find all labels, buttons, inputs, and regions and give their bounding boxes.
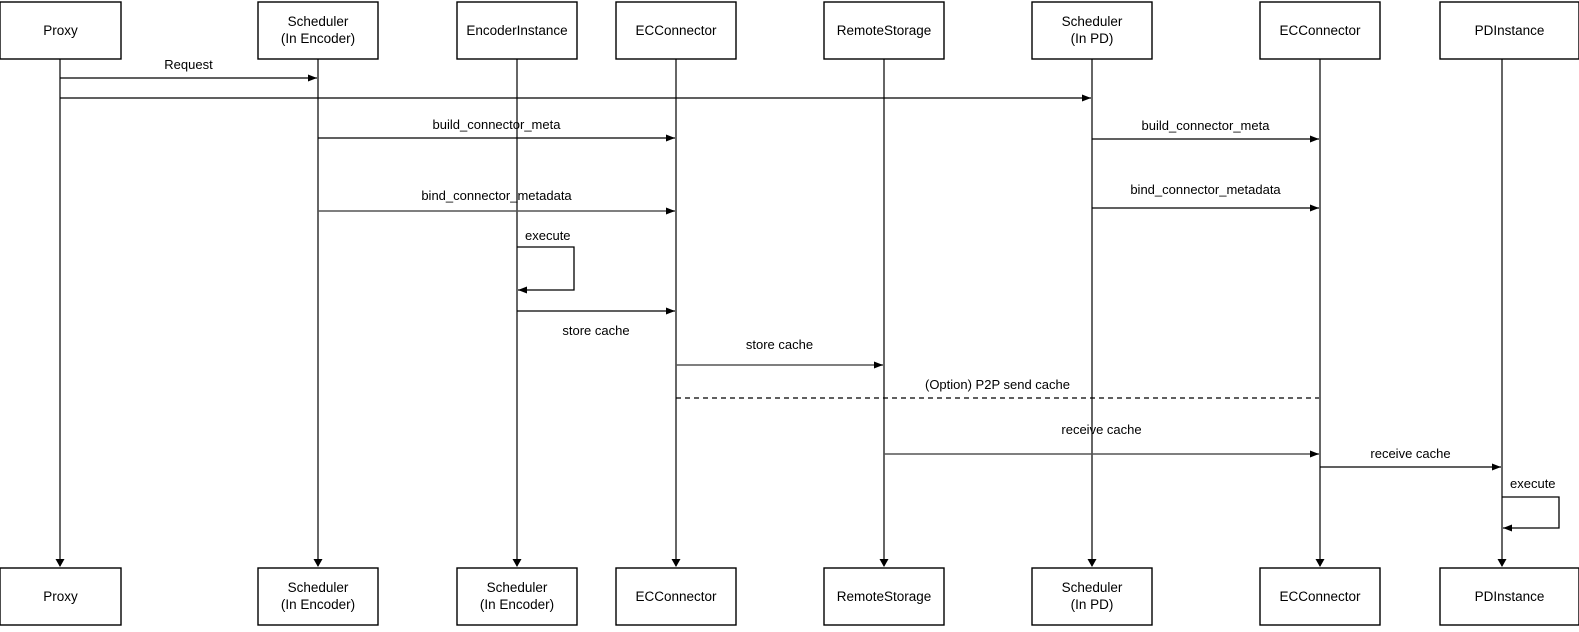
participant-box	[0, 1, 122, 60]
self-messages-group: execute execute	[517, 228, 1560, 532]
lifeline-end-arrow-pd-inst	[1497, 559, 1507, 567]
participant-label: Scheduler	[1062, 14, 1123, 29]
message-m6: bind_connector_metadata	[1092, 182, 1319, 212]
participant-label-sub: (In Encoder)	[480, 597, 554, 612]
participant-box	[615, 567, 737, 626]
lifeline-end-arrow-encoder-inst	[512, 559, 522, 567]
participant-label: Scheduler	[288, 580, 349, 595]
lifeline-end-arrow-ec-conn-enc	[671, 559, 681, 567]
participant-box	[1259, 1, 1381, 60]
participant-label: Proxy	[43, 589, 78, 604]
participant-boxes-bottom: Proxy Scheduler (In Encoder) Scheduler (In E…	[0, 559, 1579, 626]
self-message-s1: execute	[517, 228, 575, 294]
message-label: receive cache	[1370, 446, 1450, 461]
participant-label: ECConnector	[1279, 589, 1361, 604]
participant-label: ECConnector	[635, 23, 717, 38]
self-message-label: execute	[1510, 476, 1556, 491]
participant-boxes-top: Proxy Scheduler (In Encoder) EncoderInstanc…	[0, 1, 1579, 60]
message-m5: bind_connector_metadata	[318, 188, 675, 215]
message-label: receive cache	[1061, 422, 1141, 437]
participant-box	[257, 567, 379, 626]
participant-label-sub: (In Encoder)	[281, 31, 355, 46]
participant-top-pd-inst: PDInstance	[1439, 1, 1579, 60]
participant-box	[615, 1, 737, 60]
participant-label: PDInstance	[1475, 589, 1545, 604]
participant-bottom-remote-store: RemoteStorage	[823, 567, 945, 626]
participant-label: Scheduler	[487, 580, 548, 595]
participant-label-sub: (In PD)	[1071, 31, 1114, 46]
participant-top-encoder-inst: EncoderInstance	[456, 1, 578, 60]
message-m3: build_connector_meta	[318, 117, 675, 142]
participant-top-sched-enc: Scheduler (In Encoder)	[257, 1, 379, 60]
message-label: build_connector_meta	[1142, 118, 1271, 133]
message-m8: store cache	[676, 337, 883, 369]
participant-bottom-ec-conn-enc: ECConnector	[615, 567, 737, 626]
participant-box	[257, 1, 379, 60]
message-label: build_connector_meta	[433, 117, 562, 132]
participant-box	[1031, 567, 1153, 626]
participant-bottom-pd-inst: PDInstance	[1439, 567, 1579, 626]
lifeline-end-arrow-sched-enc	[313, 559, 323, 567]
participant-box	[1439, 1, 1579, 60]
lifeline-end-arrow-sched-pd	[1087, 559, 1097, 567]
participant-box	[1031, 1, 1153, 60]
participant-bottom-ec-conn-pd: ECConnector	[1259, 567, 1381, 626]
lifelines-group	[59, 59, 1503, 566]
participant-label: Proxy	[43, 23, 78, 38]
participant-box	[456, 1, 578, 60]
participant-label: ECConnector	[1279, 23, 1361, 38]
self-message-loop	[1502, 496, 1560, 532]
message-m7: store cache	[517, 307, 675, 338]
participant-top-ec-conn-pd: ECConnector	[1259, 1, 1381, 60]
self-message-label: execute	[525, 228, 571, 243]
participant-label: Scheduler	[288, 14, 349, 29]
participant-top-proxy: Proxy	[0, 1, 122, 60]
message-label: store cache	[746, 337, 813, 352]
participant-label: PDInstance	[1475, 23, 1545, 38]
participant-bottom-sched-pd: Scheduler (In PD)	[1031, 567, 1153, 626]
message-m11: receive cache	[1320, 446, 1501, 471]
message-label: bind_connector_metadata	[421, 188, 572, 203]
participant-box	[1439, 567, 1579, 626]
participant-bottom-sched-enc: Scheduler (In Encoder)	[257, 567, 379, 626]
participant-bottom-proxy: Proxy	[0, 567, 122, 626]
message-m10: receive cache	[884, 422, 1319, 458]
message-label: store cache	[562, 323, 629, 338]
participant-label: RemoteStorage	[837, 23, 932, 38]
lifeline-end-arrow-proxy	[55, 559, 65, 567]
participant-top-remote-store: RemoteStorage	[823, 1, 945, 60]
participant-box	[823, 567, 945, 626]
participant-label: RemoteStorage	[837, 589, 932, 604]
participant-box	[0, 567, 122, 626]
participant-top-sched-pd: Scheduler (In PD)	[1031, 1, 1153, 60]
message-label: Request	[164, 57, 213, 72]
lifeline-end-arrow-remote-store	[879, 559, 889, 567]
participant-box	[823, 1, 945, 60]
participant-box	[1259, 567, 1381, 626]
participant-label: Scheduler	[1062, 580, 1123, 595]
participant-bottom-encoder-inst: Scheduler (In Encoder)	[456, 567, 578, 626]
participant-label-sub: (In Encoder)	[281, 597, 355, 612]
message-label: (Option) P2P send cache	[925, 377, 1070, 392]
self-message-s2: execute	[1502, 476, 1560, 532]
participant-label: ECConnector	[635, 589, 717, 604]
participant-top-ec-conn-enc: ECConnector	[615, 1, 737, 60]
message-label: bind_connector_metadata	[1130, 182, 1281, 197]
self-message-loop	[517, 246, 575, 294]
message-m1: Request	[60, 57, 317, 82]
participant-label-sub: (In PD)	[1071, 597, 1114, 612]
participant-label: EncoderInstance	[466, 23, 567, 38]
lifeline-end-arrow-ec-conn-pd	[1315, 559, 1325, 567]
message-m9: (Option) P2P send cache	[676, 377, 1319, 399]
message-m4: build_connector_meta	[1092, 118, 1319, 143]
messages-group: Request build_connector_meta build_connect…	[60, 57, 1501, 471]
participant-box	[456, 567, 578, 626]
